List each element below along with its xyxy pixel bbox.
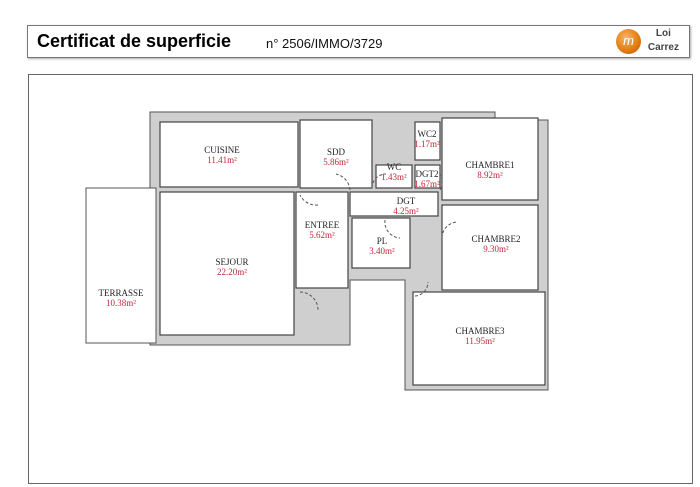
room-sejour xyxy=(159,191,295,336)
door-swings xyxy=(299,173,459,311)
room-chambre3 xyxy=(412,291,546,386)
room-name-pl: PL xyxy=(377,236,388,246)
room-dgt xyxy=(349,191,439,217)
room-area-terrasse: 10.38m² xyxy=(106,298,136,308)
room-name-cuisine: CUISINE xyxy=(204,145,240,155)
room-area-chambre2: 9.30m² xyxy=(483,244,509,254)
certificate-number: n° 2506/IMMO/3729 xyxy=(266,36,383,51)
room-name-chambre2: CHAMBRE2 xyxy=(471,234,520,244)
room-name-wc: WC xyxy=(387,162,402,172)
room-chambre2 xyxy=(441,204,539,291)
terrasse-area xyxy=(85,187,157,344)
room-area-chambre3: 11.95m² xyxy=(465,336,495,346)
room-name-sdd: SDD xyxy=(327,147,346,157)
room-wc2 xyxy=(414,121,441,161)
room-name-wc2: WC2 xyxy=(418,129,437,139)
room-area-entree: 5.62m² xyxy=(309,230,335,240)
room-name-entree: ENTREE xyxy=(305,220,340,230)
page-title: Certificat de superficie xyxy=(37,31,232,51)
room-wc xyxy=(375,164,413,189)
room-name-dgt2: DGT2 xyxy=(416,169,439,179)
header: Certificat de superficie n° 2506/IMMO/37… xyxy=(27,25,690,58)
room-name-terrasse: TERRASSE xyxy=(98,288,144,298)
room-area-wc: 1.43m² xyxy=(381,172,407,182)
room-area-dgt: 4.25m² xyxy=(393,206,419,216)
room-area-cuisine: 11.41m² xyxy=(207,155,237,165)
room-area-pl: 3.40m² xyxy=(369,246,395,256)
room-area-sejour: 22.20m² xyxy=(217,267,247,277)
room-sdd xyxy=(299,119,373,189)
room-name-dgt: DGT xyxy=(397,196,416,206)
room-area-sdd: 5.86m² xyxy=(323,157,349,167)
room-name-chambre1: CHAMBRE1 xyxy=(465,160,514,170)
room-area-wc2: 1.17m² xyxy=(414,139,440,149)
room-area-chambre1: 8.92m² xyxy=(477,170,503,180)
room-cuisine xyxy=(159,121,299,188)
room-chambre1 xyxy=(441,117,539,201)
room-area-dgt2: 1.67m² xyxy=(414,179,440,189)
room-entree xyxy=(295,191,349,289)
room-dgt2 xyxy=(414,164,441,189)
loi-carrez-logo-icon: m xyxy=(616,29,641,54)
room-name-sejour: SEJOUR xyxy=(215,257,248,267)
floor-plan-frame xyxy=(28,74,693,484)
room-name-chambre3: CHAMBRE3 xyxy=(455,326,505,336)
room-pl xyxy=(351,217,411,269)
